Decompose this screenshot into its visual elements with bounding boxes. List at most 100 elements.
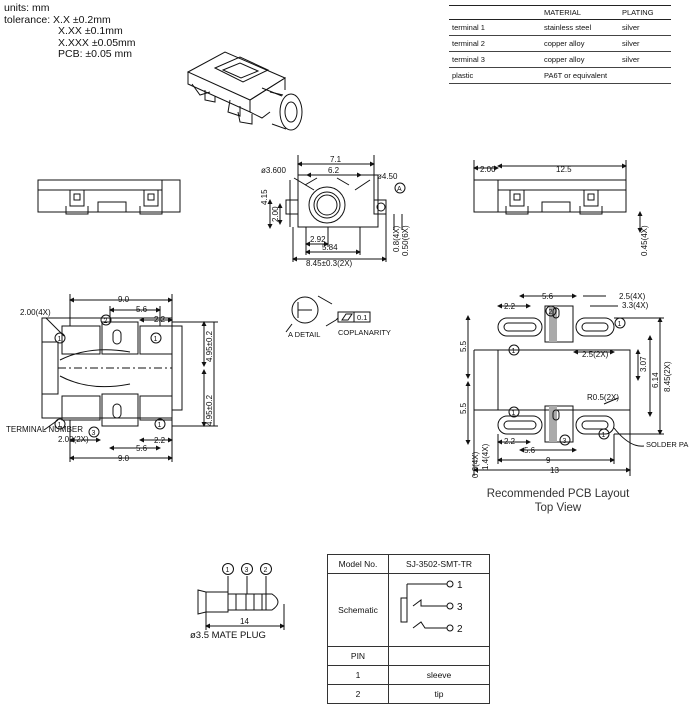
dim-top-495-right: 4.95±0.2 [205,330,214,362]
dim-side-045: 0.45(4X) [640,225,649,256]
pcb-caption-title: Recommended PCB Layout [486,488,630,500]
part-cell: terminal 3 [449,51,541,68]
pcb-callout-1c: 1 [512,410,516,417]
table-row: terminal 2 copper alloy silver [449,35,671,52]
callout-1-top: 1 [58,336,62,343]
dim-front-width-outer: 7.1 [330,155,342,164]
pcb-dim-845: 8.45(2X) [663,361,672,392]
pcb-dim-33-4x: 3.3(4X) [622,301,649,310]
table-row: 2 tip [327,684,490,704]
model-value-cell: SJ-3502-SMT-TR [388,554,490,574]
dim-bot-22: 2.2 [154,436,166,445]
pin-number-cell: 2 [327,684,389,704]
pin-name-cell: tip [388,684,490,704]
tolerance-pcb-note: PCB: ±0.05 mm [58,48,133,60]
pcb-dim-56: 5.6 [542,292,554,301]
schematic-pin-1: 1 [457,580,463,591]
dim-post-diameter: ø4.50 [377,172,398,181]
plating-cell: silver [619,35,671,52]
material-cell: copper alloy [541,35,619,52]
front-view [267,155,406,262]
table-row: terminal 3 copper alloy silver [449,51,671,68]
material-cell: PA6T or equivalent [541,67,619,84]
dim-side-200: 2.00 [480,165,496,174]
plating-cell: silver [619,51,671,68]
dim-top-200-2x: 2.00(2X) [58,435,89,444]
plating-cell: silver [619,19,671,36]
header-material: MATERIAL [541,5,619,20]
dim-bot-56: 5.6 [136,444,148,453]
units-note: units: mm [4,2,50,14]
coplanarity-label: COPLANARITY [338,328,391,337]
tolerance-notes: units: mm tolerance: X.X ±0.2mm X.XX ±0.… [4,2,136,61]
detail-a [285,295,371,333]
terminal-label-text: TERMINAL NUMBER [6,425,83,434]
table-row: terminal 1 stainless steel silver [449,19,671,36]
part-cell: terminal 2 [449,35,541,52]
side-view-left [37,179,181,215]
dim-front-845: 8.45±0.3(2X) [306,259,353,268]
plug-length: 14 [240,617,249,626]
side-view-right [473,160,643,233]
tolerance-xx-note: X.XX ±0.1mm [58,25,123,37]
callout-2-top: 2 [104,318,108,325]
pcb-radius: R0.5(2X) [587,393,619,402]
dim-bot-90: 9.0 [118,454,130,463]
dim-front-292: 2.92 [310,235,326,244]
pcb-dim-13: 13 [550,466,559,475]
pin-header-blank [388,646,490,666]
material-table: MATERIAL PLATING terminal 1 stainless st… [449,5,671,84]
model-table: Model No. SJ-3502-SMT-TR Schematic 1 3 [327,554,490,704]
dim-top-495-left: 4.95±0.2 [205,394,214,426]
pcb-dim-06: 0.6(4X) [471,451,480,478]
material-cell: stainless steel [541,19,619,36]
pcb-callout-3: 3 [563,438,567,445]
pcb-dim-14: 1.4(4X) [481,443,490,470]
material-cell: copper alloy [541,51,619,68]
pcb-caption: Recommended PCB Layout Top View [468,487,648,515]
dim-hole-diameter: ø3.600 [261,166,286,175]
pcb-dim-25-2x: 2.5(2X) [582,350,609,359]
tolerance-x-note: tolerance: X.X ±0.2mm [4,13,111,26]
dim-top-56: 5.6 [136,305,148,314]
model-label-cell: Model No. [327,554,389,574]
dim-top-90: 9.0 [118,295,130,304]
dim-top-200-4x: 2.00(4X) [20,308,51,317]
detail-a-label: A DETAIL [288,330,320,339]
table-row: Schematic 1 3 2 [327,573,490,647]
schematic-label-cell: Schematic [327,573,389,647]
callout-1-right: 1 [154,336,158,343]
dim-front-05: 0.50(6X) [401,225,410,256]
pcb-callout-1d: 1 [602,432,606,439]
coplanarity-value: 0.1 [357,313,367,322]
pin-number-cell: 1 [327,665,389,685]
pcb-layout [465,293,664,476]
technical-drawing: 7.1 6.2 ø3.600 ø4.50 A 4.15 2.00 2.92 5.… [6,51,689,641]
dim-top-22: 2.2 [154,315,166,324]
callout-1-bottom-right: 1 [158,422,162,429]
schematic-pin-2: 2 [457,624,463,635]
pin-header-cell: PIN [327,646,389,666]
callout-3-bottom: 3 [92,430,96,437]
dim-front-584: 5.84 [322,243,338,252]
callout-1-bottom: 1 [58,422,62,429]
pcb-callout-2a: 2 [549,309,553,316]
schematic-diagram: 1 3 2 [400,580,463,635]
table-row: PIN [327,646,490,666]
plating-cell [619,67,671,84]
pcb-dim-56-bot: 5.6 [524,446,536,455]
header-part [449,5,541,20]
table-row: 1 sleeve [327,665,490,685]
pcb-callout-1a: 1 [512,348,516,355]
schematic-pin-3: 3 [457,602,463,613]
dim-side-125: 12.5 [556,165,572,174]
pcb-caption-subtitle: Top View [534,502,582,514]
dim-front-height-a: 4.15 [260,189,269,205]
tolerance-xxx-note: X.XXX ±0.05mm [58,36,136,49]
pin-name-cell: sleeve [388,665,490,685]
pcb-callout-1b: 1 [618,321,622,328]
dim-front-height-b: 2.00 [271,206,280,222]
dim-front-width-inner: 6.2 [328,166,340,175]
pcb-dim-614: 6.14 [651,372,660,388]
isometric-view [186,51,303,131]
